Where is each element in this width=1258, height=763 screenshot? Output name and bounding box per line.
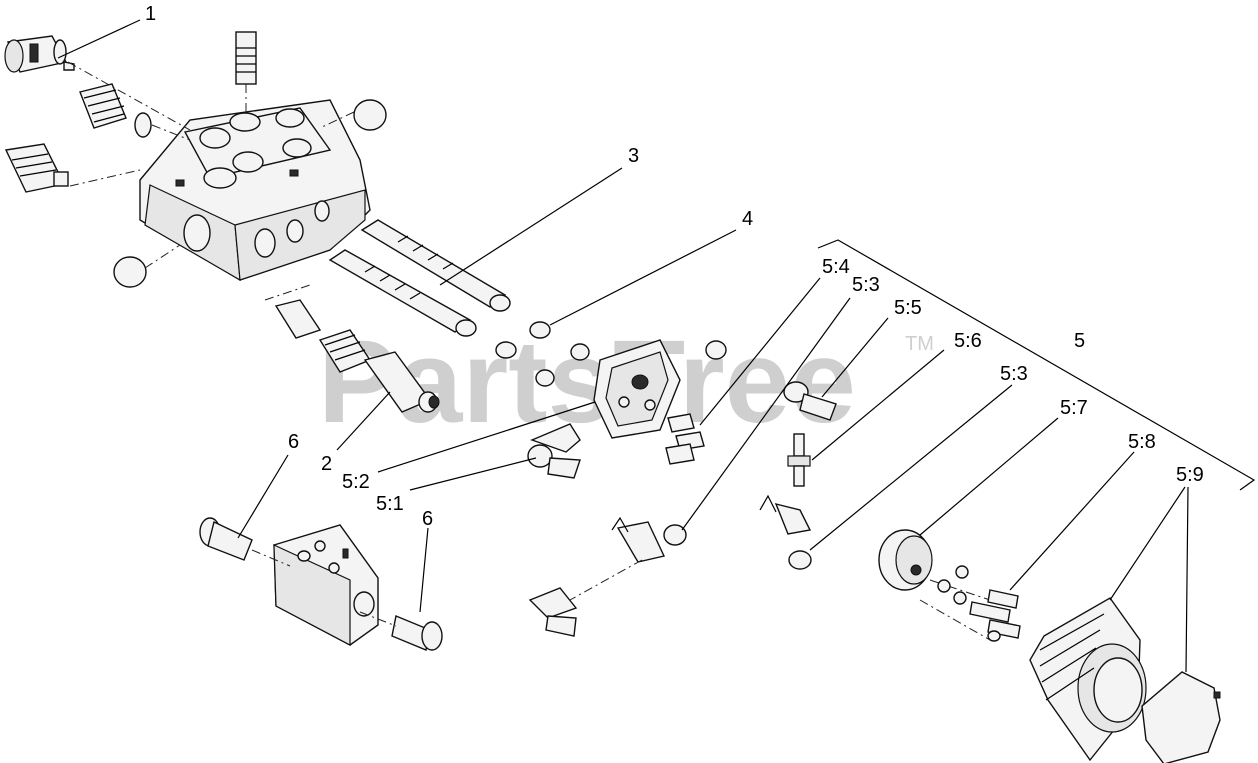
callout-5-8[interactable]: 5:8 — [1128, 431, 1156, 453]
callout-5-5[interactable]: 5:5 — [894, 297, 922, 319]
part-5-8-boot[interactable] — [1029, 597, 1147, 762]
callout-5-7[interactable]: 5:7 — [1060, 397, 1088, 419]
watermark-trademark: TM — [905, 333, 934, 355]
callout-1[interactable]: 1 — [145, 3, 156, 25]
part-6-fitting-right[interactable] — [359, 611, 443, 651]
callout-5-2[interactable]: 5:2 — [342, 471, 370, 493]
callout-3[interactable]: 3 — [628, 145, 639, 167]
part-5-9-gasket[interactable] — [1141, 671, 1221, 763]
part-5-1-rod-end[interactable] — [527, 423, 581, 479]
callout-6-lower[interactable]: 6 — [422, 508, 433, 530]
clevis-assembly — [528, 516, 687, 637]
plug-bottom — [113, 256, 147, 288]
part-5-6-stud[interactable] — [787, 433, 811, 487]
callout-5-4[interactable]: 5:4 — [822, 256, 850, 278]
callout-5-6[interactable]: 5:6 — [954, 330, 982, 352]
part-3-spools[interactable] — [328, 219, 511, 337]
callout-5-9[interactable]: 5:9 — [1176, 464, 1204, 486]
leader-lines — [57, 19, 1189, 673]
endcap-screws — [665, 413, 705, 465]
callout-5-1[interactable]: 5:1 — [376, 493, 404, 515]
part-5-7-hub[interactable] — [878, 529, 991, 641]
valve-body[interactable] — [139, 99, 371, 282]
callout-5-3-lower[interactable]: 5:3 — [1000, 363, 1028, 385]
part-5-2-endcap[interactable] — [593, 339, 727, 439]
callout-4[interactable]: 4 — [742, 208, 753, 230]
callout-6-upper[interactable]: 6 — [288, 431, 299, 453]
o-ring-small — [134, 112, 152, 138]
part-5-5-rod-end[interactable] — [783, 381, 837, 421]
part-4-o-rings[interactable] — [495, 321, 590, 387]
part-2-detent-cartridge[interactable] — [274, 299, 440, 413]
part-6-fitting-left[interactable] — [199, 517, 291, 567]
part-1-relief-cap[interactable] — [4, 35, 75, 73]
right-clevis — [759, 494, 812, 570]
callout-2[interactable]: 2 — [321, 453, 332, 475]
callout-5-3-upper[interactable]: 5:3 — [852, 274, 880, 296]
group-bracket-5 — [817, 239, 1256, 491]
cartridge-left — [4, 143, 69, 193]
part-6-block[interactable] — [273, 524, 379, 646]
plug-right — [353, 99, 387, 131]
part-1-spring — [79, 83, 127, 129]
callout-5[interactable]: 5 — [1074, 330, 1085, 352]
cartridge-top — [235, 31, 257, 112]
part-5-8-screws[interactable] — [937, 565, 1021, 642]
